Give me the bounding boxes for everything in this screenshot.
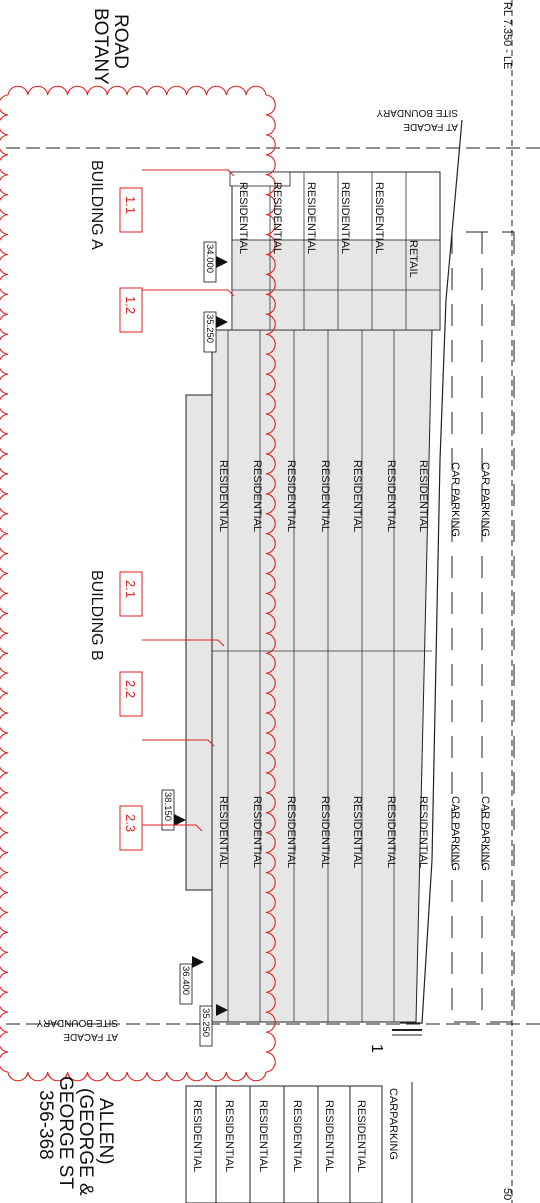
view-markers xyxy=(119,169,235,851)
level-line-end-label: 50 xyxy=(501,1188,513,1200)
tag-1-1: 1.1 xyxy=(123,196,138,214)
building-b-res-left-3: RESIDENTIAL xyxy=(319,460,331,532)
building-b-body xyxy=(211,329,433,1023)
tag-2-2: 2.2 xyxy=(123,680,138,698)
building-b-res-left-1: RESIDENTIAL xyxy=(251,460,263,532)
building-a-residential-4: RESIDENTIAL xyxy=(373,182,385,254)
building-a-residential-1: RESIDENTIAL xyxy=(271,182,283,254)
building-b-res-right-0: RESIDENTIAL xyxy=(217,796,229,868)
tag-1-2: 1.2 xyxy=(123,296,138,314)
building-b-res-right-3: RESIDENTIAL xyxy=(319,796,331,868)
car-parking-outline xyxy=(451,231,515,1023)
site-boundary-top-1: SITE BOUNDARY xyxy=(376,107,458,118)
tag-2-3: 2.3 xyxy=(123,814,138,832)
building-b-res-right-6: RESIDENTIAL xyxy=(417,796,429,868)
site-boundary-bottom-2: AT FACADE xyxy=(63,1031,118,1042)
car-parking-2: CAR PARKING xyxy=(479,462,491,537)
building-b-res-right-2: RESIDENTIAL xyxy=(285,796,297,868)
level-b-38150: 38.150 xyxy=(162,792,173,821)
car-parking-1: CAR PARKING xyxy=(449,462,461,537)
neighbour-label-4: ALLEN) xyxy=(95,1098,116,1165)
building-a-label: BUILDING A xyxy=(88,160,105,250)
building-b-floors xyxy=(227,330,395,1022)
tag-2-1: 2.1 xyxy=(123,580,138,598)
carparking-neighbour: CARPARKING xyxy=(387,1088,399,1160)
building-b-res-left-5: RESIDENTIAL xyxy=(385,460,397,532)
building-a-grey xyxy=(231,239,441,331)
car-parking-3: CAR PARKING xyxy=(449,796,461,871)
building-b-res-left-2: RESIDENTIAL xyxy=(285,460,297,532)
building-a-retail: RETAIL xyxy=(407,240,419,278)
neighbour-building xyxy=(185,1029,422,1203)
botany-road-2: ROAD xyxy=(110,14,131,69)
neighbour-residential-2: RESIDENTIAL xyxy=(257,1100,269,1172)
neighbour-label-1: 356-368 xyxy=(35,1090,56,1160)
neighbour-residential-0: RESIDENTIAL xyxy=(191,1100,203,1172)
building-b-res-right-1: RESIDENTIAL xyxy=(251,796,263,868)
neighbour-residential-3: RESIDENTIAL xyxy=(291,1100,303,1172)
building-a-residential-3: RESIDENTIAL xyxy=(339,182,351,254)
room-labels: RESIDENTIAL RESIDENTIAL RESIDENTIAL RESIDEN… xyxy=(191,182,491,1172)
building-b-res-right-4: RESIDENTIAL xyxy=(351,796,363,868)
building-b-res-right-5: RESIDENTIAL xyxy=(385,796,397,868)
neighbour-residential-4: RESIDENTIAL xyxy=(323,1100,335,1172)
building-b-res-left-4: RESIDENTIAL xyxy=(351,460,363,532)
level-b-35250: 35.250 xyxy=(200,1008,211,1037)
revision-cloud xyxy=(0,85,276,1082)
neighbour-label-2: GEORGE ST xyxy=(55,1076,76,1189)
neighbour-residential-5: RESIDENTIAL xyxy=(355,1100,367,1172)
ground-line xyxy=(400,119,463,1024)
building-a-residential-0: RESIDENTIAL xyxy=(237,182,249,254)
level-a-35250: 35.250 xyxy=(204,314,215,343)
level-b-36400: 36.400 xyxy=(180,966,191,995)
level-markers xyxy=(174,256,228,1016)
site-boundary-bottom-1: SITE BOUNDARY xyxy=(36,1017,118,1028)
site-boundary-top-2: AT FACADE xyxy=(403,121,458,132)
car-parking-4: CAR PARKING xyxy=(479,796,491,871)
building-b-label: BUILDING B xyxy=(88,570,105,661)
building-b-setback xyxy=(185,394,213,891)
botany-road-1: BOTANY xyxy=(90,8,111,85)
level-a-34000: 34.000 xyxy=(204,244,215,273)
neighbour-label-3: (GEORGE & xyxy=(75,1088,96,1196)
building-a-residential-2: RESIDENTIAL xyxy=(305,182,317,254)
neighbour-residential-1: RESIDENTIAL xyxy=(223,1100,235,1172)
level-line-label: RL 7.350 - LE xyxy=(501,2,513,69)
building-b-res-left-6: RESIDENTIAL xyxy=(417,460,429,532)
marker-one: 1 xyxy=(368,1044,385,1053)
building-b-res-left-0: RESIDENTIAL xyxy=(217,460,229,532)
